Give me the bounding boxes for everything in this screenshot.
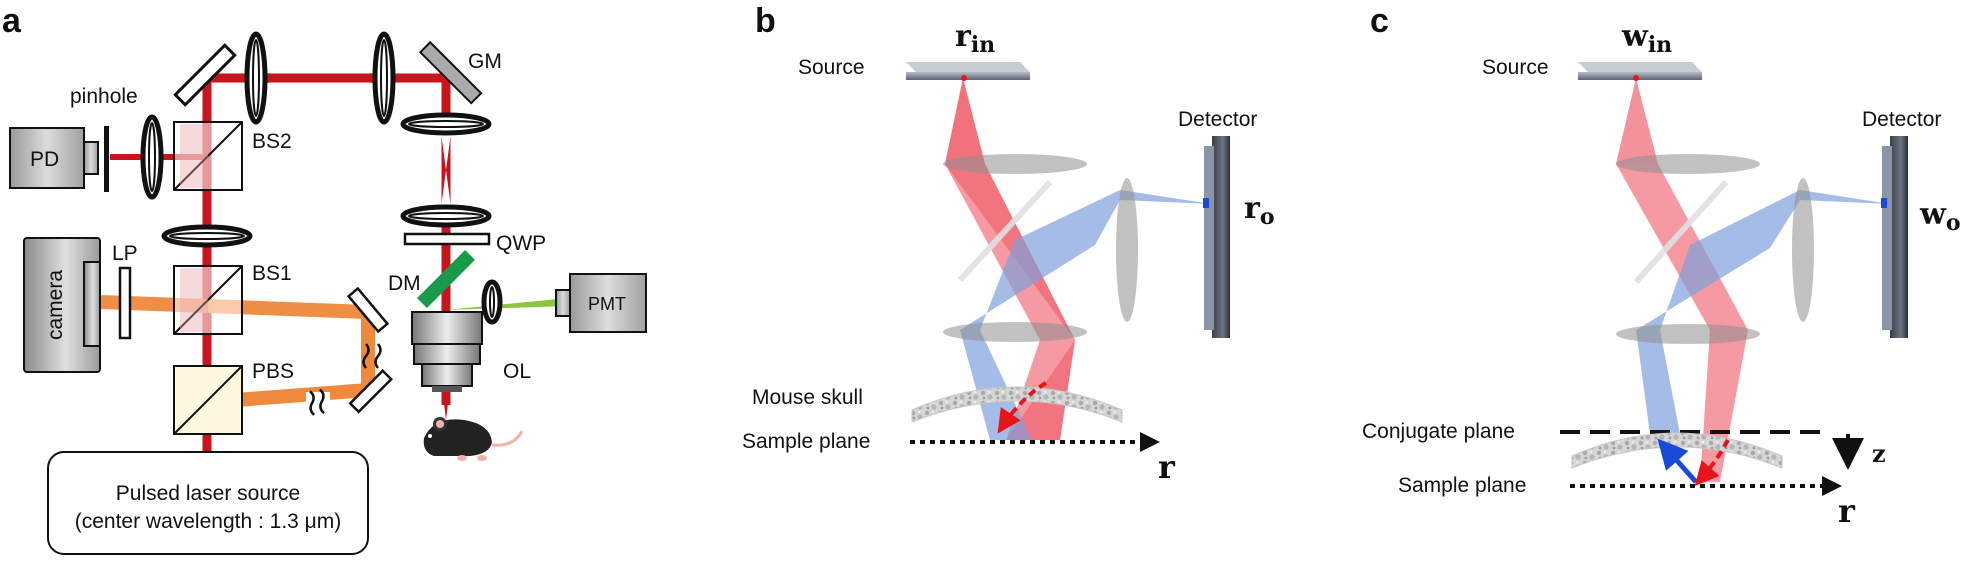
mirror-orange-2	[348, 369, 393, 414]
lens-b-bottom	[943, 322, 1087, 342]
pmt-label: PMT	[588, 294, 626, 314]
dichroic-mirror	[417, 250, 475, 308]
detection-beam-b	[960, 190, 1212, 440]
mouse-skull-b	[911, 386, 1123, 423]
source-slm-c	[1578, 62, 1702, 81]
beam-splitter-bs1	[173, 265, 243, 335]
detector-b	[1203, 136, 1230, 338]
lens-c-top	[1616, 154, 1760, 174]
pbs-label: PBS	[252, 360, 294, 383]
laser-source-wavelength: (center wavelength : 1.3 μm)	[75, 510, 342, 533]
detection-beam-c	[1636, 190, 1890, 434]
axis-label-b: r	[1158, 448, 1176, 486]
mouse-icon	[423, 417, 524, 461]
mouse-skull-c	[1571, 432, 1783, 469]
mirror-top-left	[173, 43, 237, 107]
axis-label-c: r	[1838, 492, 1856, 530]
detector-label-c: Detector	[1862, 108, 1941, 131]
beam-splitter-bs2	[173, 121, 243, 191]
objective-lens	[411, 311, 483, 392]
pinhole	[104, 126, 109, 192]
output-symbol-b: ro	[1244, 191, 1275, 230]
quarter-wave-plate	[403, 232, 491, 246]
panel-b: b Source rin Detector ro Mouse skull	[742, 2, 1275, 486]
beam-splitter-c	[1633, 179, 1729, 285]
camera: camera	[23, 237, 101, 373]
panel-b-letter: b	[755, 2, 776, 40]
detector-label-b: Detector	[1178, 108, 1257, 131]
depth-label: z	[1872, 439, 1886, 468]
scattering-arrow-b	[997, 381, 1048, 434]
sample-plane-label-b: Sample plane	[742, 430, 870, 453]
fluorescence-beam	[446, 298, 568, 310]
output-symbol-c: wo	[1919, 197, 1961, 236]
gm-label: GM	[468, 50, 502, 73]
pinhole-label: pinhole	[70, 85, 138, 108]
scattering-arrow-c	[1694, 439, 1730, 486]
lens-b-detector	[1116, 178, 1138, 322]
polarizing-beam-splitter	[173, 365, 243, 435]
detector-c	[1881, 136, 1908, 338]
laser-source-title: Pulsed laser source	[116, 482, 300, 505]
panel-a: a	[2, 2, 647, 555]
panel-a-letter: a	[2, 2, 22, 40]
galvo-mirror	[418, 40, 483, 105]
mirror-orange-1	[346, 286, 390, 334]
camera-label: camera	[44, 270, 67, 340]
lens-c-detector	[1792, 178, 1814, 322]
lp-label: LP	[112, 242, 138, 265]
dm-label: DM	[388, 272, 421, 295]
laser-source-box: Pulsed laser source (center wavelength :…	[47, 451, 369, 555]
source-label-b: Source	[798, 56, 865, 79]
photodiode: PD	[9, 127, 99, 189]
bs2-label: BS2	[252, 130, 292, 153]
lens-b-top	[943, 154, 1087, 174]
qwp-label: QWP	[496, 232, 546, 255]
mouse-skull-label: Mouse skull	[752, 386, 863, 409]
conjugate-plane-label: Conjugate plane	[1362, 420, 1515, 443]
sample-plane-label-c: Sample plane	[1398, 474, 1526, 497]
panel-c: c Source win Detector wo Conjugate plane	[1362, 2, 1961, 530]
long-pass-filter	[118, 266, 132, 340]
pd-label: PD	[30, 148, 59, 171]
panel-c-letter: c	[1370, 2, 1389, 40]
ol-label: OL	[503, 360, 531, 383]
source-slm-b	[906, 62, 1030, 81]
illumination-beam-c	[1616, 78, 1658, 164]
beam-splitter-b	[957, 179, 1053, 283]
lens-c-bottom	[1616, 324, 1760, 344]
source-label-c: Source	[1482, 56, 1549, 79]
pmt: PMT	[555, 273, 647, 333]
input-symbol-b: rin	[955, 19, 995, 58]
reflection-arrow-blue	[1657, 438, 1698, 484]
input-symbol-c: win	[1621, 19, 1672, 58]
bs1-label: BS1	[252, 262, 292, 285]
